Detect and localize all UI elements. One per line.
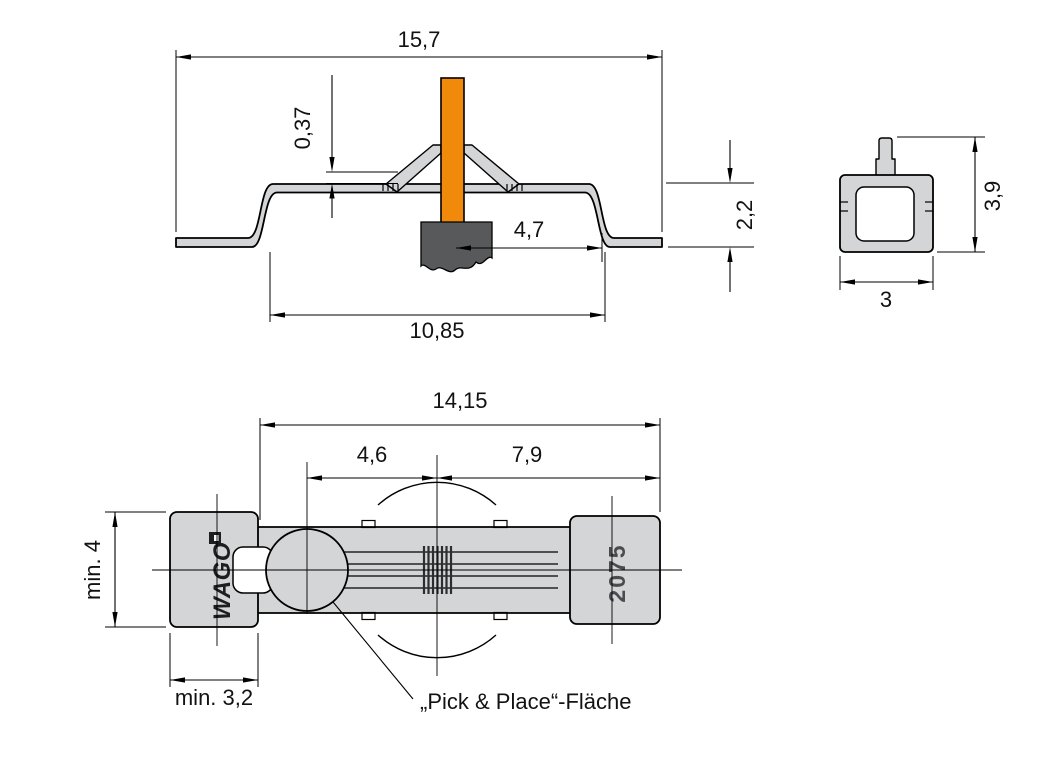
dim-spring-gap: 0,37 <box>290 75 398 218</box>
pickplace-annotation-label: „Pick & Place“-Fläche <box>420 689 632 714</box>
dim-solder-span: 10,85 <box>269 252 606 343</box>
body-edge-tabs <box>361 519 508 621</box>
brand-logo: WAGO <box>209 532 236 620</box>
dim-height-label: 2,2 <box>732 200 757 231</box>
dim-profile-height-label: 3,9 <box>980 181 1005 212</box>
centerlines <box>152 455 682 676</box>
pickplace-annotation: „Pick & Place“-Fläche <box>332 601 632 714</box>
brand-label: WAGO <box>209 542 236 620</box>
serration-ticks-left <box>382 184 399 191</box>
dim-left-section-label: 4,6 <box>357 442 388 467</box>
conductor-pin <box>440 77 465 226</box>
profile-side-notches <box>840 201 933 212</box>
dim-min-height-label: min. 4 <box>80 540 105 600</box>
dim-right-section-label: 7,9 <box>512 442 543 467</box>
dim-min-pad-width-label: min. 3,2 <box>175 685 253 710</box>
serration-ticks-right <box>506 184 523 191</box>
dim-solder-span-label: 10,85 <box>409 318 464 343</box>
wire-end <box>420 221 493 273</box>
dim-height: 2,2 <box>666 140 757 292</box>
dim-min-pad-width: min. 3,2 <box>169 633 259 710</box>
dim-total-length-label: 14,15 <box>432 388 487 413</box>
profile-tab <box>875 137 896 179</box>
dim-spring-gap-label: 0,37 <box>290 107 315 150</box>
dim-profile-width: 3 <box>839 256 934 312</box>
dim-right-section: 7,9 <box>437 442 660 481</box>
profile-view: 3,9 3 <box>839 136 1005 312</box>
dim-min-height: min. 4 <box>80 511 166 628</box>
dim-total-width: 15,7 <box>175 27 663 232</box>
leader-line <box>332 601 414 700</box>
dim-profile-width-label: 3 <box>880 287 892 312</box>
profile-cutout <box>855 186 915 242</box>
dim-conductor-offset: 4,7 <box>456 217 603 262</box>
side-view: 15,7 0,37 2,2 4,7 <box>175 27 757 343</box>
series-label: 2075 <box>604 543 630 602</box>
clamp-body <box>175 183 663 248</box>
dim-conductor-offset-label: 4,7 <box>514 217 545 242</box>
dim-total-width-label: 15,7 <box>398 27 441 52</box>
dim-total-length: 14,15 <box>259 388 661 520</box>
dim-left-section: 4,6 <box>307 442 437 481</box>
dim-profile-height: 3,9 <box>897 136 1005 253</box>
top-view: WAGO 2075 14,15 4,6 <box>80 388 682 714</box>
